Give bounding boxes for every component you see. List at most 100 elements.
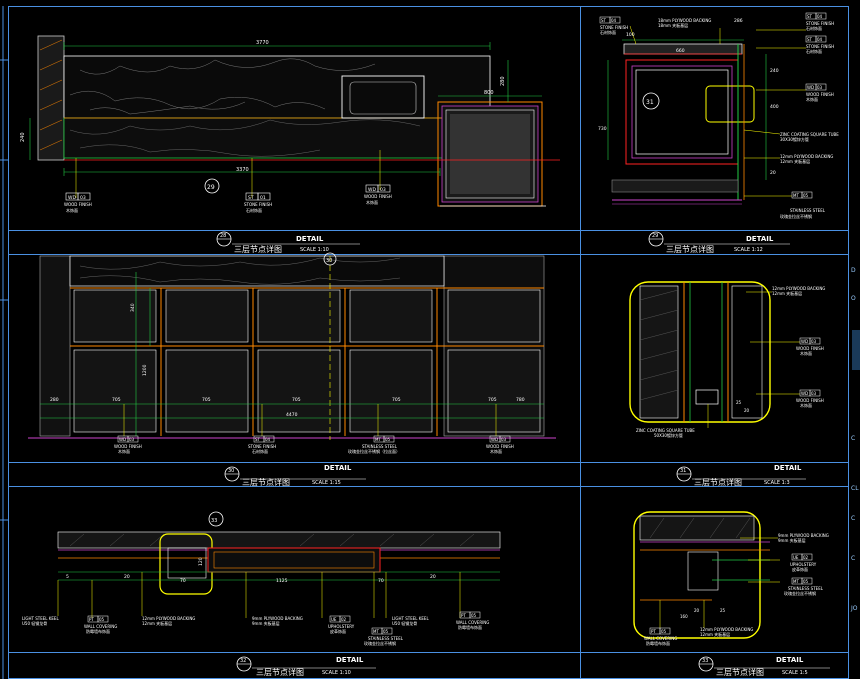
tag-cn: 木饰面 xyxy=(366,199,378,205)
dim: 20 xyxy=(694,608,700,613)
dim: 705 xyxy=(488,397,497,403)
tag-cn: 玫瑰金拉丝不锈钢 xyxy=(784,590,816,596)
label: 9mm PLYWOOD BACKING xyxy=(778,533,829,538)
detail-32-drawing xyxy=(57,531,501,618)
dim: 730 xyxy=(598,126,607,132)
tag-cn: 玫瑰金拉丝不锈钢 xyxy=(780,213,812,219)
tag-en: STONE FINISH xyxy=(244,202,272,207)
tag-cn: 石材饰面 xyxy=(246,207,262,213)
tag-en: WOOD FINISH xyxy=(796,398,824,403)
side-tab-letter: D xyxy=(851,267,856,274)
title-name: 三层节点详图 xyxy=(234,244,282,254)
tag-cn: 木饰面 xyxy=(806,96,818,102)
tag-cn: 皮革饰面 xyxy=(330,628,346,634)
title-label: DETAIL xyxy=(746,235,774,243)
detail-30-tags: WD 03 WOOD FINISH 木饰面 ST 04 STONE FINISH… xyxy=(114,435,514,454)
tag-num: 03 xyxy=(380,187,386,193)
tag-code: UE xyxy=(331,617,337,622)
tag-num: 05 xyxy=(385,437,391,442)
dim-bottom: 3370 xyxy=(236,167,249,173)
callout-31-label: 31 xyxy=(646,99,654,106)
title-label: DETAIL xyxy=(324,464,352,472)
tag-code: UE xyxy=(793,555,799,560)
side-tab-letter: CL xyxy=(851,485,859,492)
title-28: 28 DETAIL 三层节点详图 SCALE 1:10 xyxy=(216,231,360,254)
tag-code: WD xyxy=(68,195,76,201)
tag-en: STAINLESS STEEL xyxy=(790,208,826,213)
tag-en: WALL COVERING xyxy=(644,636,677,641)
tag-en: STAINLESS STEEL xyxy=(788,586,824,591)
tag-num: 05 xyxy=(661,629,667,634)
detail-32-dims: 5 20 70 1125 70 20 120 xyxy=(66,557,436,584)
side-tab-letter: C xyxy=(851,555,855,562)
title-num: 33 xyxy=(702,658,708,664)
dim-h1: 340 xyxy=(130,303,136,312)
label: 12mm PLYWOOD BACKING xyxy=(142,616,195,621)
tag-num: 02 xyxy=(341,617,347,622)
title-30: 30 DETAIL 三层节点详图 SCALE 1:15 xyxy=(224,464,366,487)
tag-en: WOOD FINISH xyxy=(64,202,92,207)
title-label: DETAIL xyxy=(776,656,804,664)
tag-en: WALL COVERING xyxy=(84,624,117,629)
tag-code: MT xyxy=(793,579,799,584)
tag-code: PT xyxy=(651,629,656,634)
dim: 240 xyxy=(770,68,779,74)
dim: 70 xyxy=(180,578,186,584)
dim: 705 xyxy=(392,397,401,403)
tag-cn: 木饰面 xyxy=(800,402,812,408)
label: 12mm 夹板基层 xyxy=(772,290,802,296)
title-scale: SCALE 1:10 xyxy=(300,247,329,253)
tag-num: 04 xyxy=(817,14,823,19)
dim: 160 xyxy=(680,614,688,619)
dim: 25 xyxy=(736,400,742,405)
tag-en: STONE FINISH xyxy=(806,21,834,26)
tag-en: STONE FINISH xyxy=(248,444,276,449)
tag-num: 05 xyxy=(471,613,477,618)
side-tab-thumb xyxy=(852,330,860,370)
detail-28-tag-3: WD 03 WOOD FINISH 木饰面 xyxy=(364,184,392,205)
tag-code: ST xyxy=(807,14,813,19)
title-29: 29 DETAIL 三层节点详图 SCALE 1:12 xyxy=(648,231,790,254)
tag-code: ST xyxy=(807,37,813,42)
label: 50X30镀锌方管 xyxy=(654,432,683,438)
dim: 705 xyxy=(292,397,301,403)
title-name: 三层节点详图 xyxy=(666,244,714,254)
title-scale: SCALE 1:15 xyxy=(312,480,341,486)
dim: 100 xyxy=(626,32,635,38)
dim: 25 xyxy=(720,608,726,613)
tag-code: PT xyxy=(461,613,466,618)
dim: 20 xyxy=(124,574,130,580)
title-name: 三层节点详图 xyxy=(256,667,304,677)
tag-code: WD xyxy=(491,437,498,442)
tag-num: 05 xyxy=(803,193,809,198)
tag-cn: 石材饰面 xyxy=(806,25,822,31)
tag-code: MT xyxy=(373,629,379,634)
tag-en: WOOD FINISH xyxy=(806,92,834,97)
tag-code: WD xyxy=(801,391,808,396)
label: 9mm PLYWOOD BACKING xyxy=(252,616,303,621)
label: 12mm 夹板基层 xyxy=(780,158,810,164)
dim: 660 xyxy=(676,48,685,54)
dim-right: 800 xyxy=(484,90,494,96)
detail-29-drawing xyxy=(607,25,806,205)
tag-cn: 防霉墙布饰面 xyxy=(86,628,110,634)
tag-num: 05 xyxy=(383,629,389,634)
callout-30-label: 30 xyxy=(326,258,332,264)
tag-en: WALL COVERING xyxy=(456,620,489,625)
tag-cn: 石材饰面 xyxy=(806,48,822,54)
tag-code: WD xyxy=(368,187,376,193)
tag-en: STONE FINISH xyxy=(806,44,834,49)
title-num: 29 xyxy=(652,233,658,239)
dim: 780 xyxy=(516,397,525,403)
tag-num: 04 xyxy=(817,37,823,42)
detail-33-labels: 9mm PLYWOOD BACKING 9mm 夹板基层 UE 02 UPHOL… xyxy=(644,533,829,646)
dim: 20 xyxy=(744,408,750,413)
label: 9mm 夹板基层 xyxy=(778,537,806,543)
label: 9mm 夹板基层 xyxy=(252,620,280,626)
label: U50 轻钢龙骨 xyxy=(22,620,47,626)
title-num: 28 xyxy=(220,233,226,239)
tag-code: MT xyxy=(793,193,799,198)
dim: 705 xyxy=(202,397,211,403)
tag-en: STAINLESS STEEL xyxy=(368,636,404,641)
